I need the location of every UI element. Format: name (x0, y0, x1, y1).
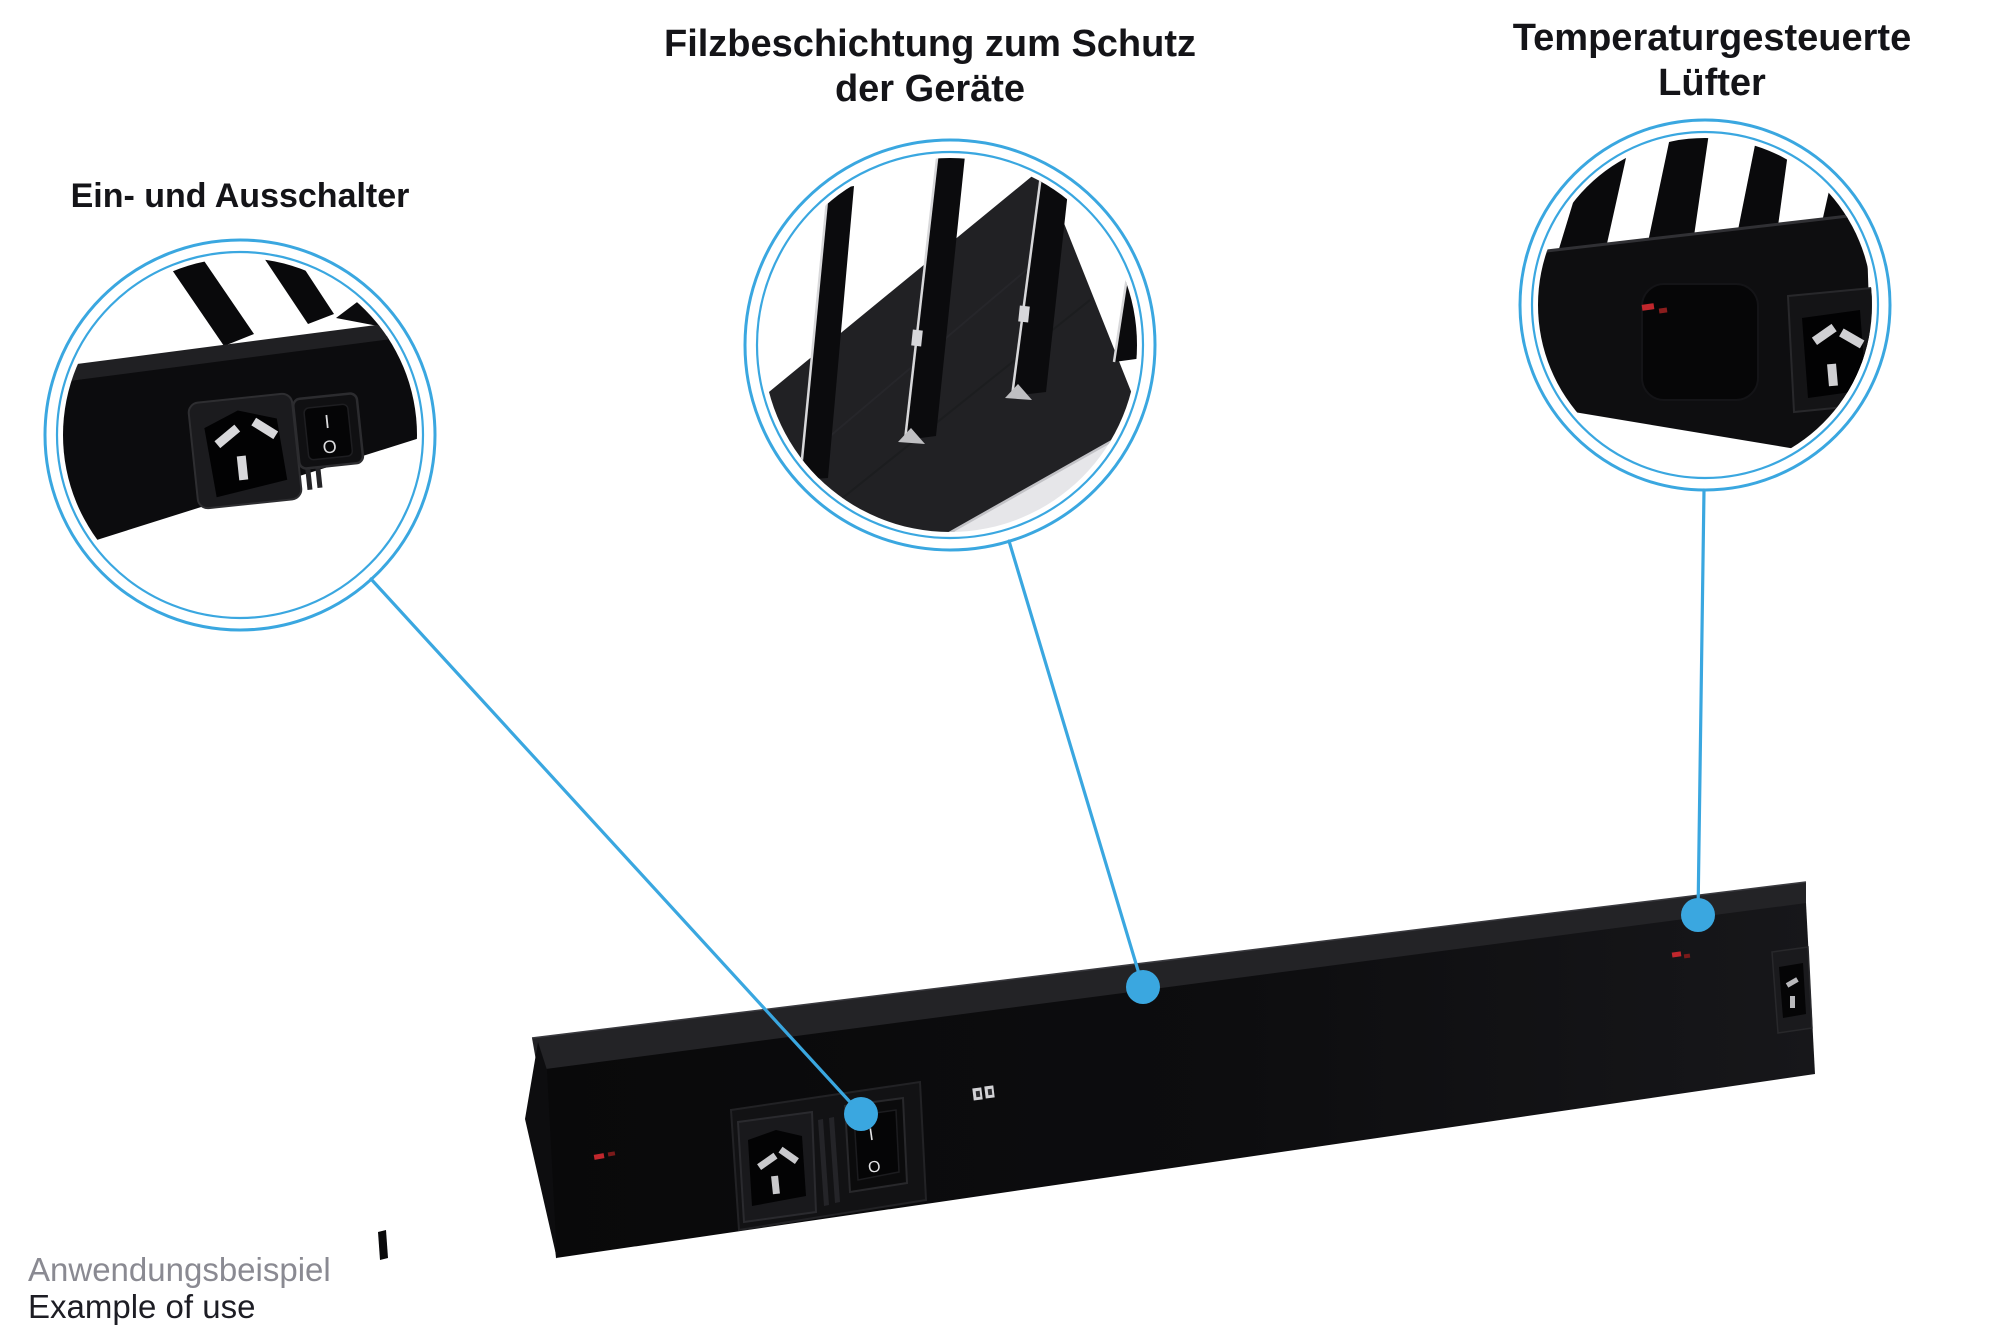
power-inlet-icon (1771, 946, 1813, 1034)
leader-line-right (1696, 488, 1706, 917)
divider-fin (1112, 158, 1137, 363)
power-inlet-icon (736, 1110, 818, 1224)
divider-fin (898, 158, 966, 444)
caption: Anwendungsbeispiel Example of use (28, 1251, 331, 1326)
annotation-title-right-line1: Temperaturgesteuerte (1512, 17, 1912, 59)
annotation-title-right: Temperaturgesteuerte Lüfter (1428, 16, 1996, 106)
callout-ring-inner (755, 150, 1145, 540)
annotation-title-left: Ein- und Ausschalter (70, 177, 410, 215)
leader-dot-right (1681, 898, 1715, 932)
switch-on-label: I (868, 1125, 875, 1144)
annotation-title-center-line2: der Geräte (834, 67, 1026, 110)
leader-line-center (1007, 539, 1145, 989)
callout-ring-inner (55, 250, 425, 620)
product-rack: I O (378, 881, 1815, 1260)
metal-bracket (972, 1085, 995, 1101)
callout-circle-right (1518, 118, 1892, 492)
leader-line-left (369, 577, 863, 1116)
callout-photo-center (763, 158, 1137, 532)
caption-line-german: Anwendungsbeispiel (28, 1251, 331, 1288)
leader-dot-center (1126, 970, 1160, 1004)
switch-off-label: O (322, 436, 338, 457)
caption-line-english: Example of use (28, 1287, 256, 1325)
left-side-panel (525, 1042, 557, 1259)
front-face (538, 903, 1815, 1258)
felt-edge-highlight (531, 881, 1807, 1039)
metal-edge (905, 424, 1137, 532)
power-inlet-icon (187, 392, 303, 510)
led-indicator (1641, 303, 1668, 314)
switch-off-label: O (867, 1158, 882, 1177)
felt-surface (532, 882, 1806, 1072)
callout-ring-outer (743, 138, 1157, 552)
led-indicator (593, 1151, 616, 1160)
callout-photo-left: I O (63, 258, 417, 612)
power-switch-icon: I O (292, 392, 365, 470)
callout-ring-outer (43, 238, 437, 632)
callout-circle-left: I O (43, 238, 437, 632)
callout-ring-inner (1530, 130, 1880, 480)
power-inlet-icon (1786, 286, 1872, 414)
led-indicator (1671, 951, 1691, 959)
leader-dot-left (844, 1097, 878, 1131)
fuse-holder (818, 1117, 840, 1206)
annotation-title-center-line1: Filzbeschichtung zum Schutz (663, 23, 1197, 65)
callout-ring-outer (1518, 118, 1892, 492)
fan-frame (1641, 283, 1759, 401)
annotation-title-right-line2: Lüfter (1658, 61, 1766, 104)
left-foot (378, 1230, 388, 1260)
switch-on-label: I (323, 412, 330, 433)
callout-circle-center (743, 138, 1157, 552)
annotation-title-center: Filzbeschichtung zum Schutz der Geräte (650, 22, 1210, 112)
io-module: I O (729, 1080, 928, 1232)
